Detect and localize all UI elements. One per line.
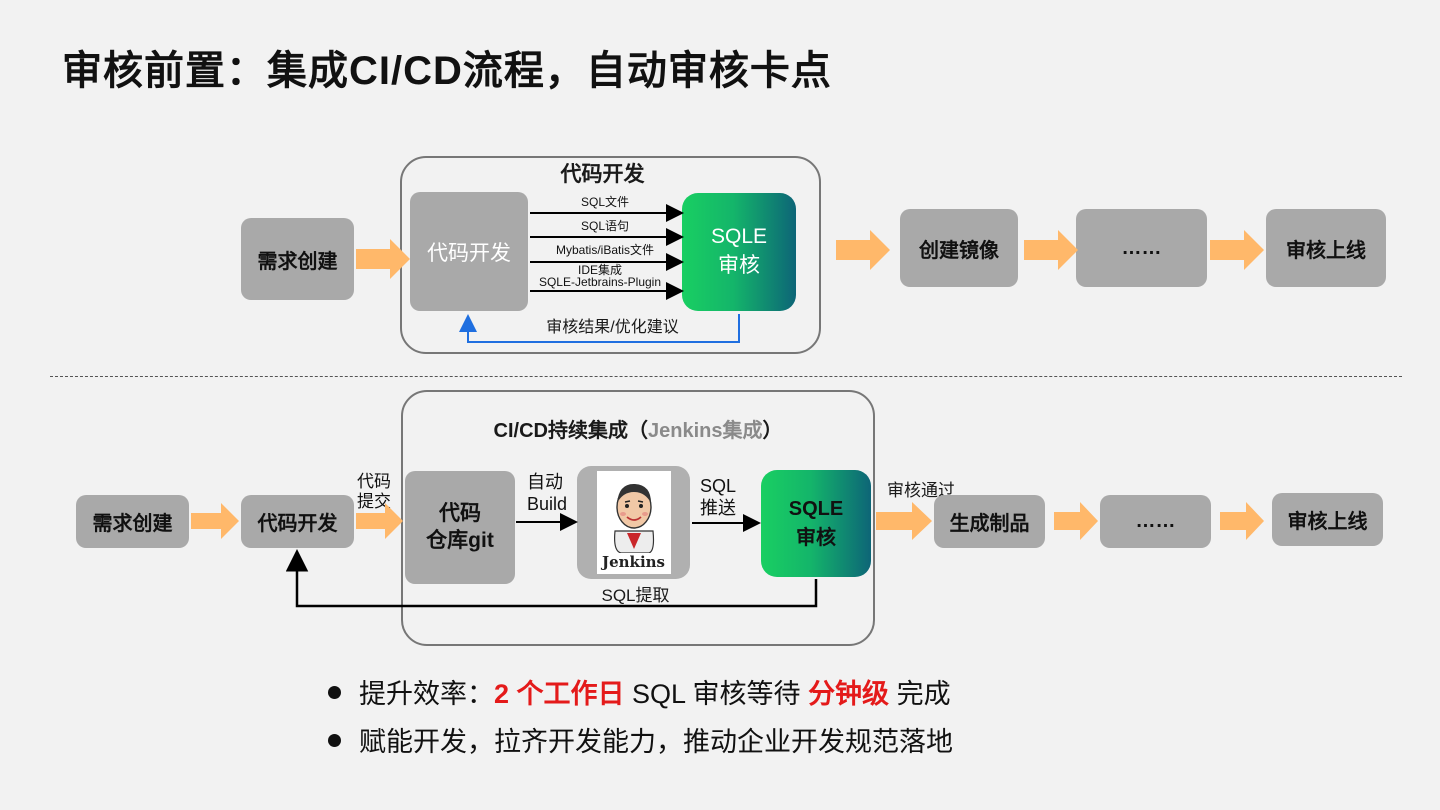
push-line2: 推送: [700, 497, 736, 518]
orange-arrow-bottom-3: [876, 502, 932, 540]
label-ide: IDE集成: [577, 263, 622, 277]
page-title: 审核前置：集成CI/CD流程，自动审核卡点: [62, 49, 832, 93]
submit-line1: 代码: [357, 472, 391, 491]
top-release-box: 审核上线: [1266, 209, 1386, 287]
sql-push-label: SQL 推送: [700, 476, 750, 519]
label-mybatis: Mybatis/iBatis文件: [555, 243, 655, 257]
bullet1-text-e: 完成: [889, 679, 951, 709]
top-ellipsis-box: ……: [1076, 209, 1207, 287]
top-frame-title: 代码开发: [560, 163, 645, 186]
bullet-empower: 赋能开发，拉齐开发能力，推动企业开发规范落地: [328, 720, 953, 759]
bottom-demand-box: 需求创建: [76, 495, 189, 548]
label-sql-statement: SQL语句: [580, 219, 629, 233]
orange-arrow-top-4: [1210, 230, 1264, 270]
label-sql-file: SQL文件: [580, 195, 629, 209]
bullet-dot: [328, 734, 341, 748]
bottom-frame-title-c: ）: [762, 420, 783, 442]
feedback-label: 审核结果/优化建议: [546, 319, 679, 336]
auto-line2: Build: [527, 493, 568, 514]
bullet1-highlight-days: 2 个工作日: [494, 679, 625, 709]
top-sqle-line2: 审核: [718, 254, 760, 277]
top-sqle-box: SQLE 审核: [682, 193, 796, 311]
section-divider: [50, 376, 1402, 377]
repo-line1: 代码: [439, 502, 481, 526]
top-image-box: 创建镜像: [900, 209, 1018, 287]
bottom-sqle-line2: 审核: [796, 526, 836, 549]
jenkins-box: Jenkins: [577, 466, 690, 579]
auto-line1: 自动: [527, 472, 563, 492]
sql-extract-label: SQL提取: [601, 586, 670, 605]
jenkins-logo: [613, 483, 654, 553]
bottom-frame-title-jenkins: Jenkins集成: [647, 420, 763, 442]
bottom-release-box: 审核上线: [1272, 493, 1383, 546]
orange-arrow-top-2: [836, 230, 890, 270]
bullet-efficiency: 提升效率：2 个工作日 SQL 审核等待 分钟级 完成: [328, 672, 951, 711]
bullet1-text-c: SQL 审核等待: [624, 679, 809, 709]
auto-build-label: 自动 Build: [527, 472, 577, 515]
bullet2-text: 赋能开发，拉齐开发能力，推动企业开发规范落地: [359, 727, 953, 757]
submit-label: 代码 提交: [354, 472, 394, 513]
repo-box: 代码 仓库git: [405, 471, 515, 584]
artifact-box: 生成制品: [934, 495, 1045, 548]
bullet1-highlight-minutes: 分钟级: [808, 679, 890, 709]
top-sqle-line1: SQLE: [710, 225, 768, 248]
bullet-dot: [328, 686, 341, 700]
jenkins-card: Jenkins: [596, 471, 671, 574]
orange-arrow-bottom-4: [1054, 502, 1098, 540]
label-jetbrains-plugin: SQLE-Jetbrains-Plugin: [538, 275, 662, 289]
bottom-frame-title: CI/CD持续集成（Jenkins集成）: [401, 414, 875, 443]
orange-arrow-bottom-5: [1220, 502, 1264, 540]
passed-label: 审核通过: [887, 481, 955, 500]
submit-line2: 提交: [357, 492, 391, 512]
orange-arrow-bottom-1: [191, 503, 239, 539]
bottom-sqle-box: SQLE 审核: [761, 470, 871, 577]
jenkins-wordmark: Jenkins: [602, 553, 665, 571]
bottom-frame-title-a: CI/CD持续集成（: [493, 420, 648, 442]
top-demand-box: 需求创建: [241, 218, 354, 300]
bottom-ellipsis-box: ……: [1100, 495, 1211, 548]
bottom-sqle-line1: SQLE: [788, 497, 844, 520]
orange-arrow-top-3: [1024, 230, 1078, 270]
bullet1-text-a: 提升效率：: [359, 679, 494, 709]
top-dev-box: 代码开发: [410, 192, 528, 311]
push-line1: SQL: [700, 476, 737, 496]
repo-line2: 仓库git: [426, 528, 494, 552]
bottom-dev-box: 代码开发: [241, 495, 354, 548]
